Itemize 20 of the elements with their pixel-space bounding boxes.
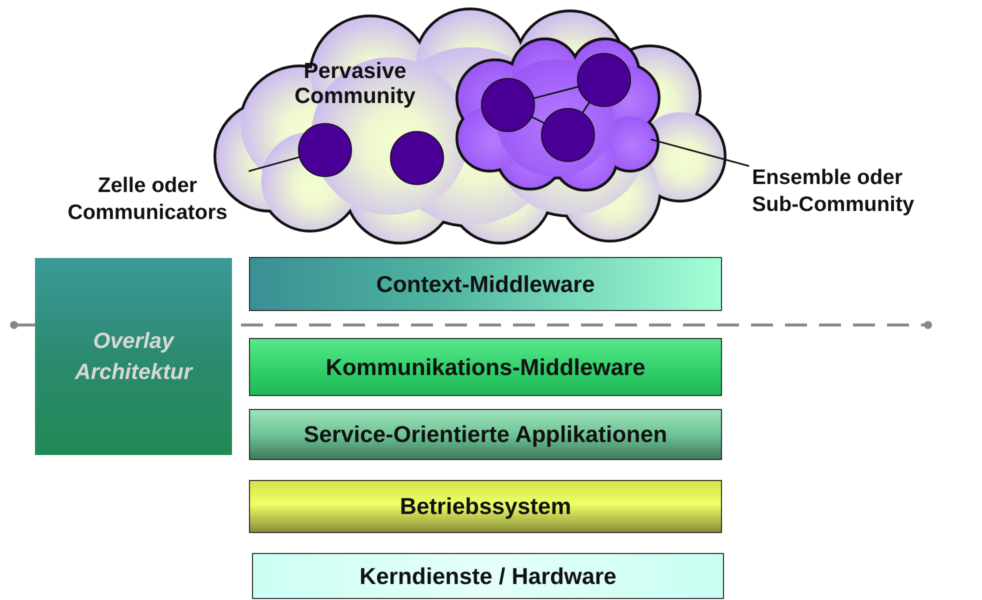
layer-box	[249, 409, 722, 460]
connector-line	[533, 86, 579, 100]
layer-box	[249, 480, 722, 533]
layer-label: Betriebssystem	[400, 493, 572, 520]
leader-line	[248, 156, 300, 172]
callout-label: Zelle oder Communicators	[66, 173, 228, 226]
overlay-box	[35, 258, 232, 455]
layer-label: Context-Middleware	[376, 270, 595, 298]
callout-label: Ensemble oder Sub-Community	[752, 165, 916, 218]
cloud-title: Pervasive Community	[294, 58, 416, 109]
layer-box	[249, 338, 722, 396]
connector-line	[531, 116, 545, 124]
layer-label: Kerndienste / Hardware	[360, 562, 616, 590]
layer-label: Kommunikations-Middleware	[326, 354, 646, 380]
layer-label: Service-Orientierte Applikationen	[304, 421, 668, 448]
connector-line	[582, 101, 590, 114]
leader-line	[650, 138, 750, 167]
layer-box	[252, 553, 724, 599]
layer-box	[249, 257, 722, 311]
overlay-label: Overlay Architektur	[74, 326, 194, 386]
